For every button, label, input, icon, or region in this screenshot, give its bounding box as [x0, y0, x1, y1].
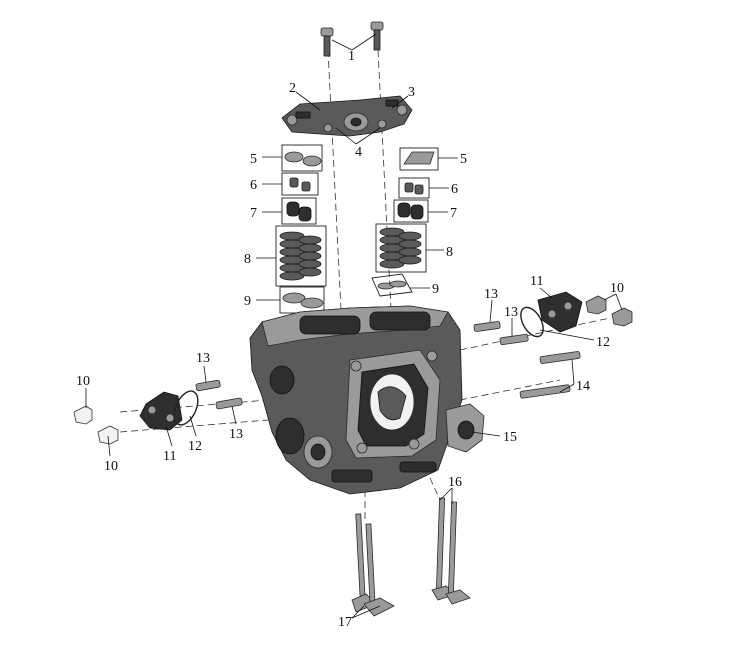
right-exhaust-flange — [537, 291, 583, 333]
callout-9-left: 9 — [244, 294, 251, 309]
left-exhaust-flange — [139, 391, 183, 431]
callout-5-left: 5 — [250, 152, 257, 167]
callout-10-left-upper: 10 — [76, 374, 90, 389]
callout-17: 17 — [338, 615, 352, 630]
callout-7-left: 7 — [250, 206, 257, 221]
callout-7-right: 7 — [450, 206, 457, 221]
callout-12-right: 12 — [596, 335, 610, 350]
callout-8-right: 8 — [446, 245, 453, 260]
callout-8-left: 8 — [244, 252, 251, 267]
right-stud-13-upper — [473, 321, 501, 332]
callout-13-left-lower: 13 — [229, 427, 243, 442]
right-spring-seats — [371, 273, 413, 297]
leader-lines — [85, 33, 623, 619]
right-cap-nut-lower — [611, 307, 633, 327]
left-valve-keepers — [281, 172, 319, 196]
exhaust-valves — [431, 497, 471, 605]
cylinder-head — [249, 305, 485, 495]
left-spring-b — [298, 235, 322, 277]
right-valve-keepers — [398, 177, 430, 199]
callout-5-right: 5 — [460, 152, 467, 167]
callout-2: 2 — [289, 81, 296, 96]
bolt-pair — [320, 21, 384, 57]
callout-10-left-lower: 10 — [104, 459, 118, 474]
right-stud-13-lower — [499, 333, 529, 346]
callout-11-left: 11 — [163, 449, 176, 464]
callout-6-right: 6 — [451, 182, 458, 197]
right-valve-retainers — [399, 147, 439, 171]
callout-11-right: 11 — [530, 274, 543, 289]
left-cap-nut-upper — [73, 405, 93, 425]
callout-13-right-upper: 13 — [484, 287, 498, 302]
right-valve-springs — [375, 223, 427, 273]
callout-10-right: 10 — [610, 281, 624, 296]
intake-valves — [351, 513, 395, 617]
callout-13-left-upper: 13 — [196, 351, 210, 366]
left-gasket — [173, 390, 199, 426]
right-long-stud-lower — [519, 384, 571, 399]
left-stud-upper — [195, 379, 221, 392]
right-spring-a — [379, 227, 405, 269]
right-cap-nut-upper — [585, 295, 607, 315]
left-spring-a — [279, 231, 305, 281]
left-cap-nut-lower — [97, 425, 119, 445]
left-valve-seals — [281, 197, 317, 225]
left-valve-retainers — [281, 144, 323, 172]
left-stud-lower — [215, 397, 243, 410]
callout-3: 3 — [408, 85, 415, 100]
callout-14: 14 — [576, 379, 590, 394]
callout-6-left: 6 — [250, 178, 257, 193]
callout-9-right: 9 — [432, 282, 439, 297]
right-gasket — [520, 306, 544, 338]
callout-12-left: 12 — [188, 439, 202, 454]
callout-13-right-lower: 13 — [504, 305, 518, 320]
left-spring-seats — [279, 286, 325, 314]
right-long-stud-upper — [539, 351, 581, 364]
right-spring-b — [398, 231, 422, 265]
callout-labels: 1 2 3 4 5 5 6 6 7 7 8 8 9 9 10 10 10 11 … — [76, 49, 624, 630]
left-valve-springs — [275, 225, 327, 287]
callout-15: 15 — [503, 430, 517, 445]
callout-16: 16 — [448, 475, 462, 490]
callout-4: 4 — [355, 145, 362, 160]
right-valve-seals — [393, 199, 429, 223]
callout-1: 1 — [348, 49, 355, 64]
rocker-arm-assembly — [281, 95, 413, 137]
